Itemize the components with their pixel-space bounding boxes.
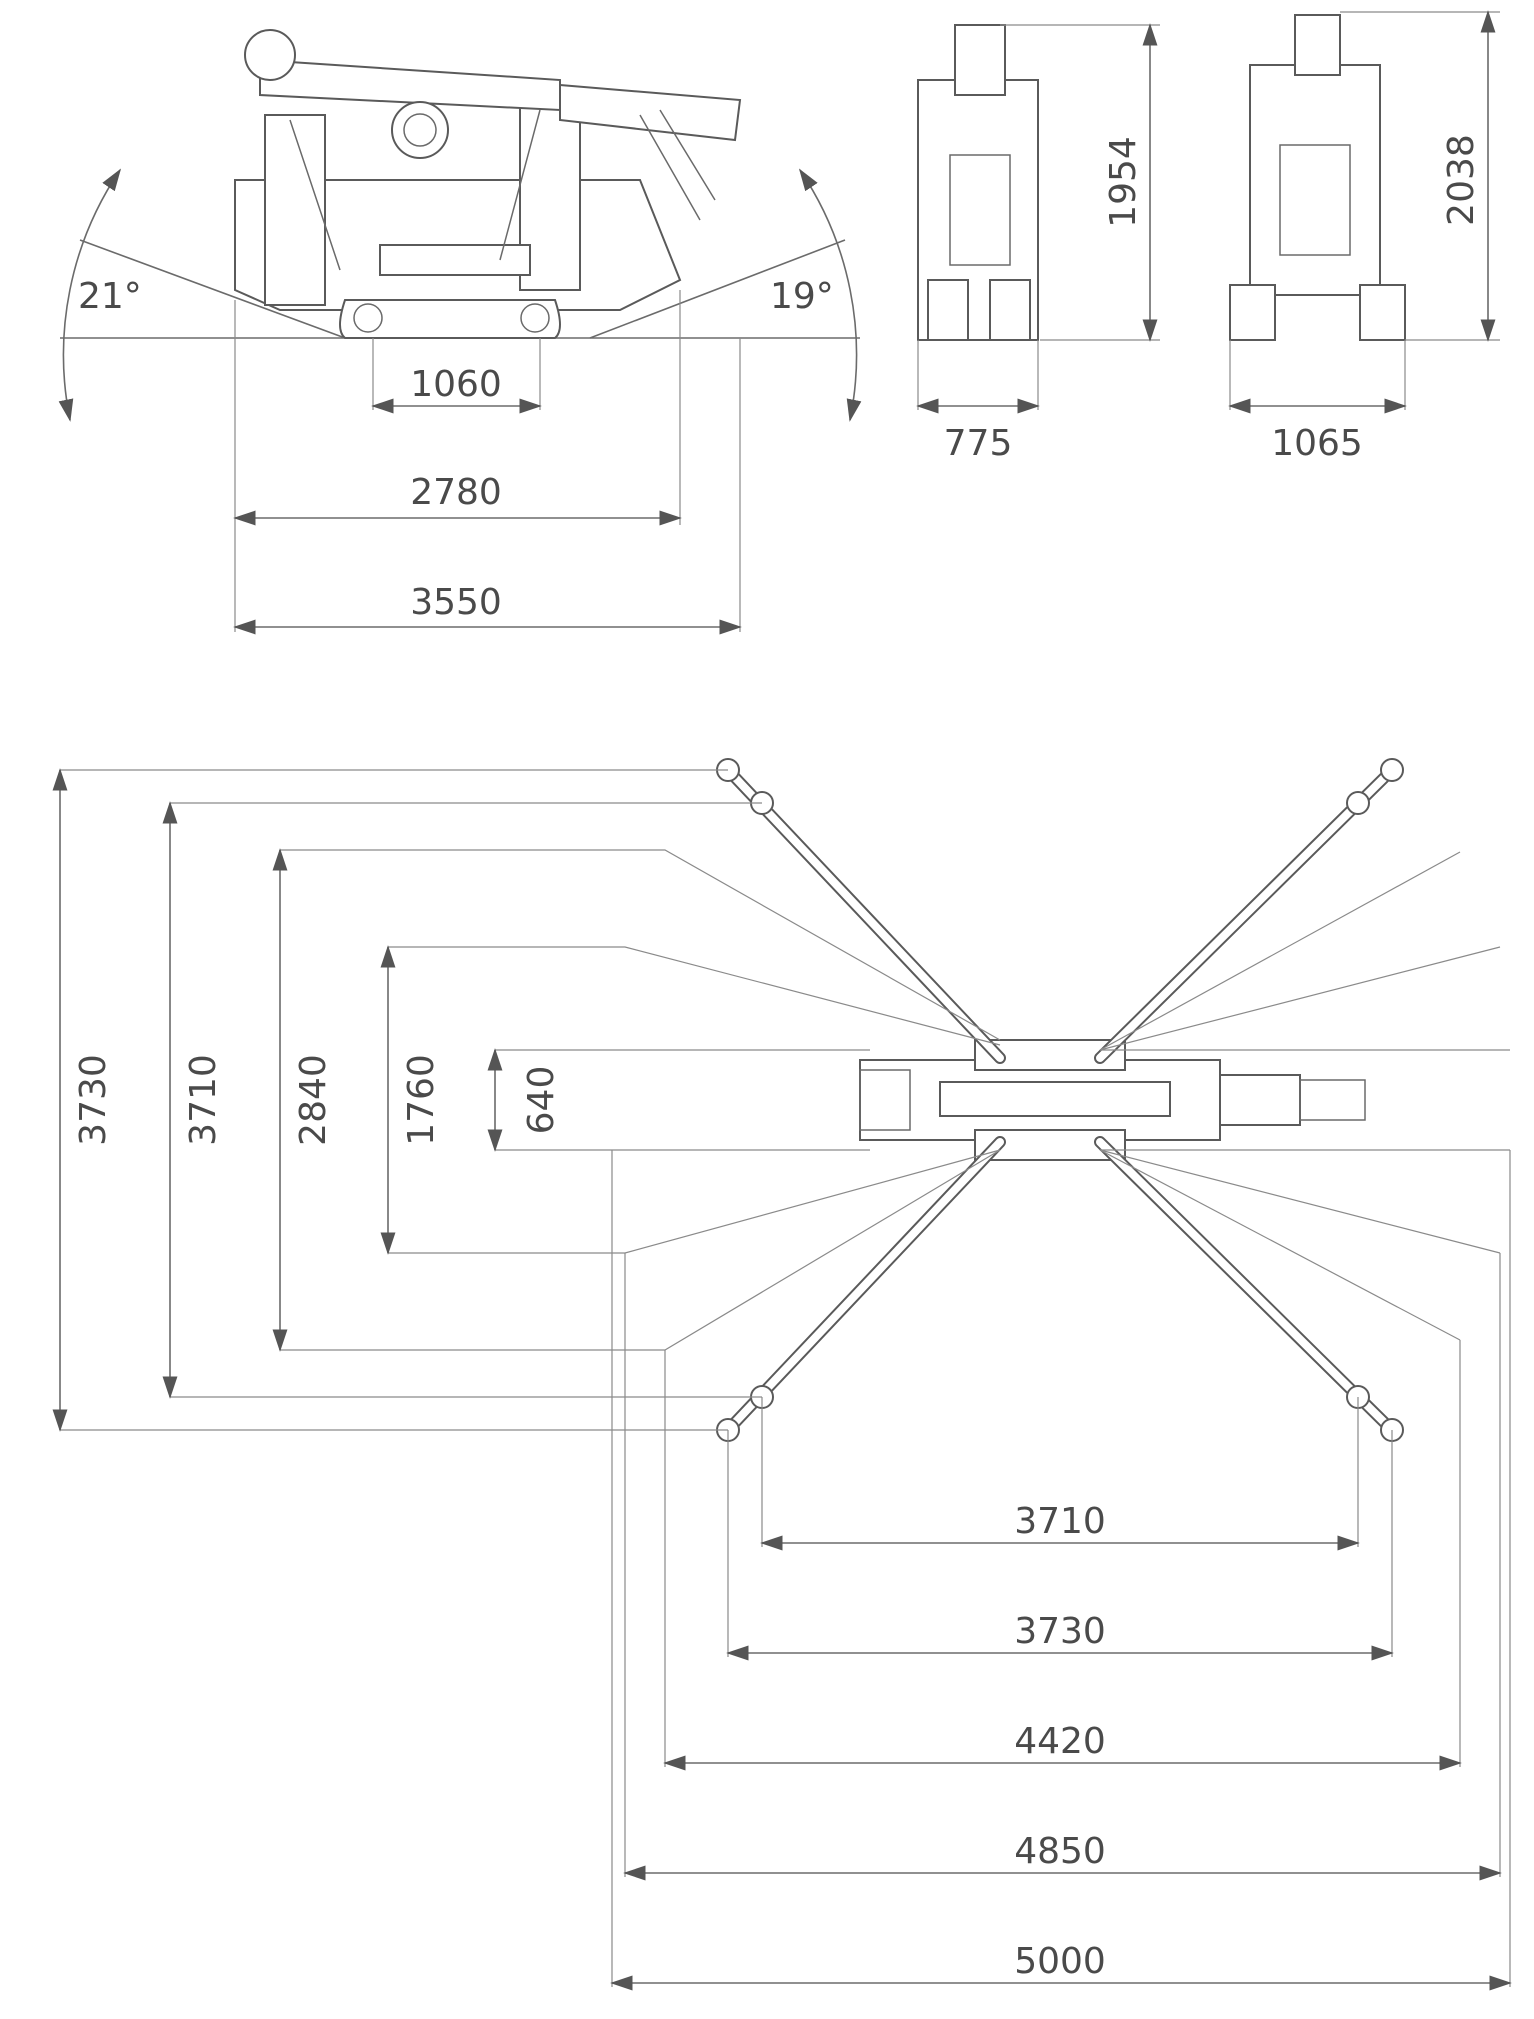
top-v-label-1: 3730: [73, 1054, 114, 1146]
track-length-label: 1060: [410, 364, 502, 405]
top-view: 3730 3710 2840 1760 640 3710 3730 4420 4…: [52, 758, 1512, 1991]
top-v-label-2: 3710: [183, 1054, 224, 1146]
top-h-label-5: 5000: [1014, 1941, 1106, 1982]
angle-left-label: 21°: [78, 276, 142, 317]
outrigger-length-label: 3550: [410, 582, 502, 623]
front-height-label: 1954: [1103, 136, 1144, 228]
rear-width-label: 1065: [1271, 423, 1363, 464]
top-machine: [859, 1039, 1366, 1161]
top-h-label-4: 4850: [1014, 1831, 1106, 1872]
outriggers: [716, 758, 1404, 1442]
front-width-label: 775: [944, 423, 1013, 464]
top-v-label-4: 1760: [401, 1054, 442, 1146]
angle-right-label: 19°: [770, 276, 834, 317]
rear-view: 1065 2038: [1228, 10, 1500, 464]
top-h-label-3: 4420: [1014, 1721, 1106, 1762]
top-v-label-5: 640: [521, 1066, 562, 1135]
front-view: 775 1954: [916, 23, 1160, 464]
top-h-label-2: 3730: [1014, 1611, 1106, 1652]
base-length-label: 2780: [410, 472, 502, 513]
rear-height-label: 2038: [1441, 134, 1482, 226]
side-machine: [234, 29, 742, 339]
top-v-label-3: 2840: [293, 1054, 334, 1146]
top-h-label-1: 3710: [1014, 1501, 1106, 1542]
side-view: 21° 19° 1060 2780 3550: [58, 29, 862, 635]
